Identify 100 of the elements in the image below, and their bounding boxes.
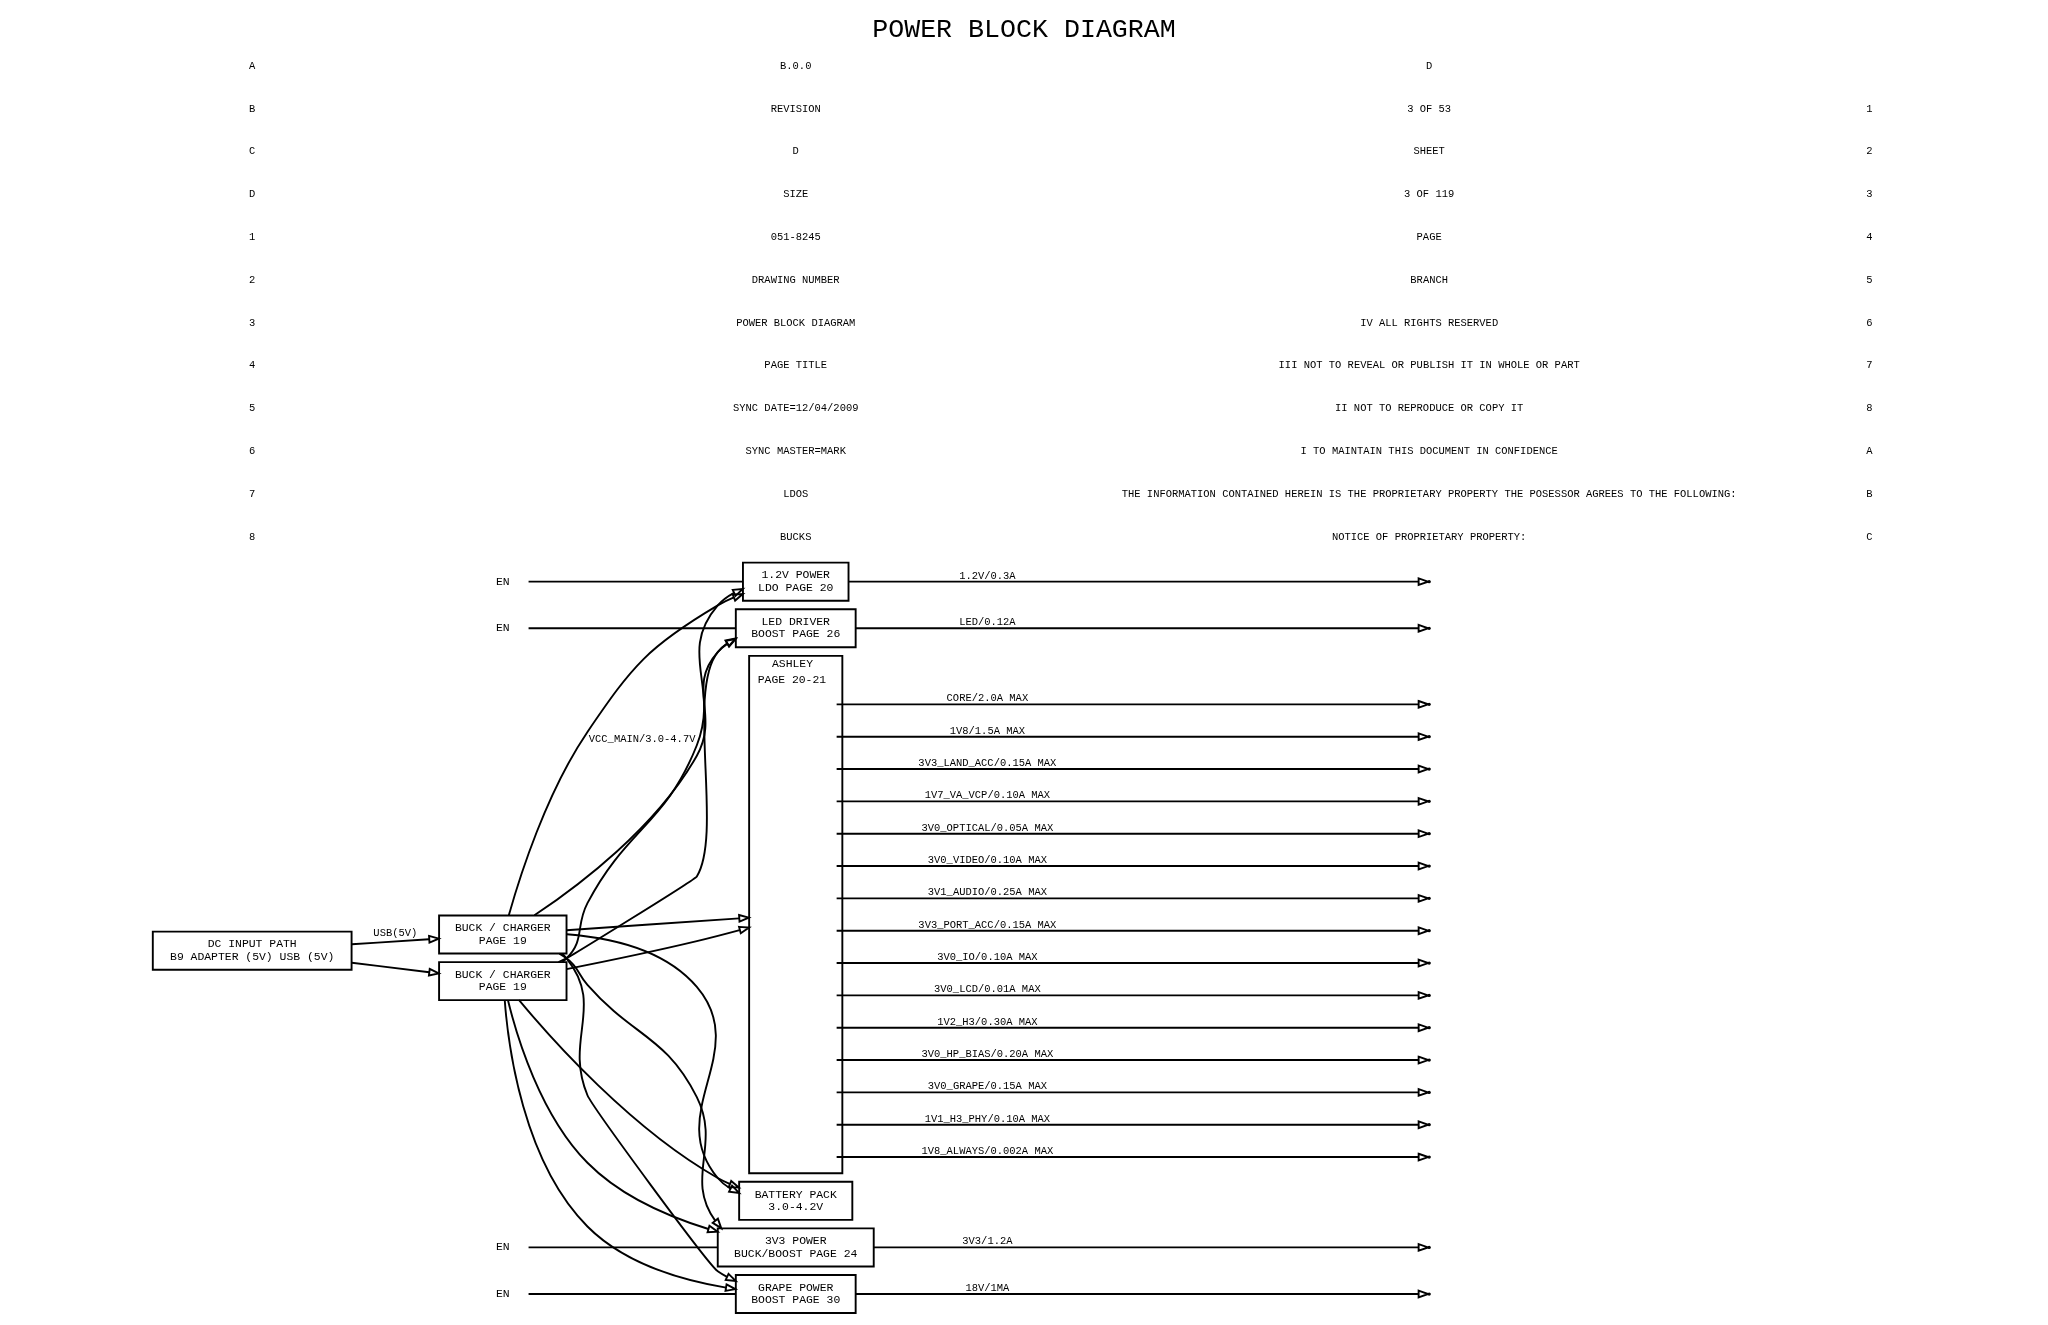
edge-label: LED/0.12A [959, 616, 1016, 629]
label: LDOS [783, 487, 809, 500]
arrow [503, 999, 739, 1293]
label: 8 [1866, 402, 1873, 415]
label: D [1426, 59, 1433, 72]
edge-label: 3V0_IO/0.10A MAX [937, 951, 1038, 963]
node-box: GRAPE POWER BOOST PAGE 30 [734, 1274, 857, 1314]
label: III NOT TO REVEAL OR PUBLISH IT IN WHOLE OR PART [1278, 359, 1580, 372]
label: PAGE [1416, 231, 1442, 244]
arrow [518, 999, 742, 1189]
arrow [350, 961, 442, 977]
label: SHEET [1413, 145, 1445, 158]
label: PAGE TITLE [764, 359, 828, 372]
label: IV ALL RIGHTS RESERVED [1360, 316, 1499, 329]
label: 2 [249, 273, 256, 286]
arrow [507, 592, 746, 917]
connector [527, 580, 744, 583]
label: D [792, 145, 799, 158]
label: A [1866, 445, 1873, 458]
label: B [249, 102, 256, 115]
edge-label: 3V1_AUDIO/0.25A MAX [927, 886, 1047, 899]
label: SYNC MASTER=MARK [745, 445, 846, 458]
label: DRAWING NUMBER [751, 273, 840, 286]
arrow [350, 934, 442, 946]
edge-label: 3V0_HP_BIAS/0.20A MAX [921, 1048, 1054, 1061]
connector [527, 627, 737, 630]
label: 6 [249, 445, 256, 458]
label: POWER BLOCK DIAGRAM [736, 316, 856, 329]
edge-label: 3V3/1.2A [962, 1235, 1013, 1248]
label: 3 OF 119 [1404, 188, 1455, 201]
label: B [1866, 487, 1873, 500]
node-text: EN [495, 1241, 510, 1254]
edge-label: 1V8_ALWAYS/0.002A MAX [921, 1145, 1054, 1158]
label: NOTICE OF PROPRIETARY PROPERTY: [1331, 530, 1527, 543]
label: 5 [1866, 273, 1873, 286]
label: BUCKS [780, 530, 812, 543]
diagram-title: POWER BLOCK DIAGRAM [872, 15, 1176, 46]
arrow [561, 952, 739, 1283]
label: 6 [1866, 316, 1873, 329]
node-box: 1.2V POWER LDO PAGE 20 [742, 561, 850, 602]
label: A [249, 59, 256, 72]
label: 4 [1866, 231, 1873, 244]
label: REVISION [770, 102, 821, 115]
node-box: BUCK / CHARGER PAGE 19 [438, 914, 568, 955]
arrow [558, 952, 724, 1231]
node-box: LED DRIVER BOOST PAGE 26 [734, 608, 857, 649]
node-text: EN [495, 622, 510, 635]
arrow [565, 925, 752, 971]
label: 7 [1866, 359, 1873, 372]
label: 1 [249, 231, 256, 244]
label: SYNC DATE=12/04/2009 [733, 402, 859, 415]
arrow [565, 913, 752, 932]
edge-label: CORE/2.0A MAX [946, 692, 1029, 705]
edge-label: 3V0_OPTICAL/0.05A MAX [921, 821, 1054, 834]
node-box: DC INPUT PATH B9 ADAPTER (5V) USB (5V) [151, 930, 353, 971]
arrow [565, 933, 742, 1195]
arrow [533, 637, 739, 917]
connector [527, 1293, 737, 1295]
edge-label: USB(5V) [373, 927, 418, 940]
node-box: BATTERY PACK 3.0-4.2V [738, 1180, 854, 1221]
edge-label: 3V3_PORT_ACC/0.15A MAX [918, 918, 1057, 931]
node-box: ASHLEY PAGE 20-21 [748, 654, 844, 1175]
label: 5 [249, 402, 256, 415]
edge-label: VCC_MAIN/3.0-4.7V [588, 733, 696, 746]
edge-label: 18V/1MA [965, 1281, 1010, 1294]
edge-label: 3V0_VIDEO/0.10A MAX [927, 853, 1047, 866]
edge-label: 1V1_H3_PHY/0.10A MAX [924, 1112, 1051, 1125]
node-text: EN [495, 1287, 510, 1300]
connector [527, 1246, 719, 1249]
arrow [557, 636, 738, 963]
label: B.0.0 [780, 59, 812, 72]
label: II NOT TO REPRODUCE OR COPY IT [1335, 402, 1524, 415]
label: I TO MAINTAIN THIS DOCUMENT IN CONFIDENCE [1300, 445, 1558, 458]
label: 3 OF 53 [1407, 102, 1452, 115]
edge-label: 1V2_H3/0.30A MAX [937, 1015, 1038, 1028]
label: D [249, 188, 256, 201]
label: C [1866, 530, 1873, 543]
label: 4 [249, 359, 256, 372]
label: BRANCH [1410, 273, 1448, 286]
label: C [249, 145, 256, 158]
label: 3 [249, 316, 256, 329]
label: 051-8245 [770, 231, 821, 244]
node-text: EN [495, 575, 510, 588]
edge-label: 3V0_GRAPE/0.15A MAX [927, 1080, 1047, 1093]
arrow [561, 587, 746, 963]
arrow [507, 999, 721, 1234]
label: THE INFORMATION CONTAINED HEREIN IS THE PROPRIETARY PROPERTY THE POSESSOR AGREES TO THE FOLLOWING: [1121, 487, 1737, 500]
node-box: BUCK / CHARGER PAGE 19 [438, 961, 568, 1002]
label: 3 [1866, 188, 1873, 201]
edge-label: 1V8/1.5A MAX [949, 724, 1026, 737]
edge-label: 1V7_VA_VCP/0.10A MAX [924, 789, 1051, 802]
label: 2 [1866, 145, 1873, 158]
label: 7 [249, 487, 256, 500]
node-box: 3V3 POWER BUCK/BOOST PAGE 24 [716, 1227, 875, 1268]
edge-label: 3V3_LAND_ACC/0.15A MAX [918, 756, 1057, 769]
label: SIZE [783, 188, 809, 201]
label: 8 [249, 530, 256, 543]
edge-label: 1.2V/0.3A [959, 569, 1016, 582]
label: 1 [1866, 102, 1873, 115]
edge-label: 3V0_LCD/0.01A MAX [934, 983, 1041, 996]
